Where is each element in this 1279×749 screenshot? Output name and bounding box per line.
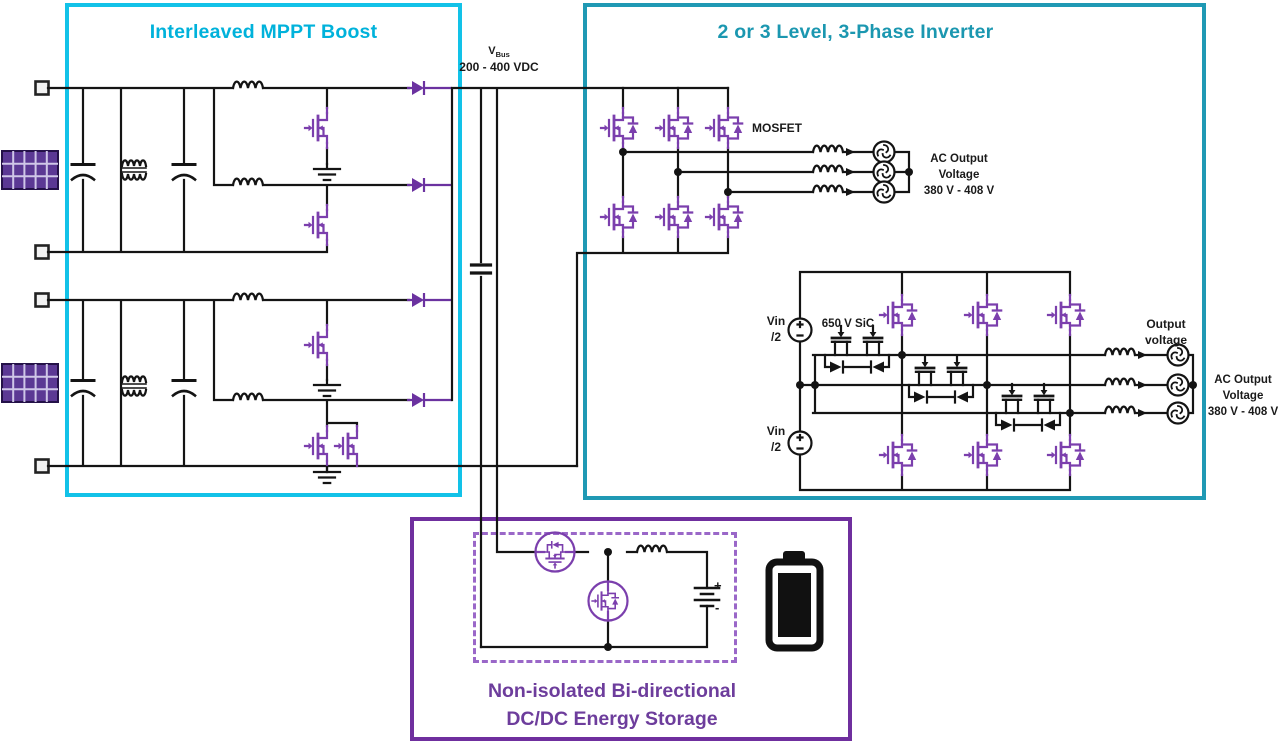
ac-output-1-line2: Voltage [938,169,980,181]
dc-bus-wire [450,86,730,649]
dcdc-dashed-box [473,532,737,663]
ac-output-2-line3: 380 V - 408 V [1207,406,1279,418]
energy-storage-box [410,517,852,741]
vin-top-label2: /2 [770,330,781,344]
output-inductor [811,144,845,194]
output-voltage-label-line1: Output [1146,317,1186,331]
ac-source-icon [1166,343,1190,425]
sic-label: 650 V SiC [821,318,875,330]
solar-panel-icon [1,363,59,403]
sic-bidirectional-switch [825,326,1060,431]
ac-source-icon [872,140,896,204]
pv-terminals [34,80,50,474]
battery-icon [765,551,824,652]
boost-mosfet [305,108,357,466]
wire [46,298,579,474]
vin-top-label: Vin [766,314,786,328]
current-arrow [846,148,855,196]
wire [429,86,452,402]
vin-bottom-label2: /2 [770,440,781,454]
three-level-inverter [787,270,1197,492]
solar-panel-icon [1,150,59,190]
storage-title-line1: Non-isolated Bi-directional [487,680,737,702]
storage-mosfet [536,533,628,621]
mppt-boost-title: Interleaved MPPT Boost [149,21,378,43]
common-mode-choke [120,159,148,397]
mppt-boost-circuit [1,79,730,649]
inverter-box [583,3,1206,500]
ac-output-2-line2: Voltage [1222,390,1264,402]
output-inductor [1103,347,1137,415]
vbus-v: V [488,45,496,57]
vbus-range-label: 200 - 400 VDC [459,60,539,74]
mosfet-label: MOSFET [752,121,802,135]
two-level-inverter [575,86,913,468]
output-voltage-label-line2: voltage [1144,333,1187,347]
ac-output-1-line3: 380 V - 408 V [923,185,995,197]
storage-title-line2: DC/DC Energy Storage [506,708,718,730]
vbus-sub: Bus [495,50,510,60]
energy-storage-circuit [479,533,824,652]
wire [46,86,411,254]
battery-plus-label: + [714,578,722,593]
battery-minus-label: - [715,600,720,615]
mppt-boost-box [65,3,462,497]
dc-bus-capacitor [469,263,493,275]
boost-inductor [231,80,265,402]
wire [479,550,709,649]
vbus-label: VBus [449,45,549,59]
ac-output-2-line1: AC Output [1214,374,1272,386]
current-arrow [1138,351,1147,417]
wire [575,86,911,468]
vin-bottom-label: Vin [766,424,786,438]
inverter-title: 2 or 3 Level, 3-Phase Inverter [717,21,994,43]
input-filter-capacitor [70,163,197,397]
ac-output-1-line1: AC Output [930,153,988,165]
storage-inductor [635,544,669,554]
boost-diode [405,79,431,409]
